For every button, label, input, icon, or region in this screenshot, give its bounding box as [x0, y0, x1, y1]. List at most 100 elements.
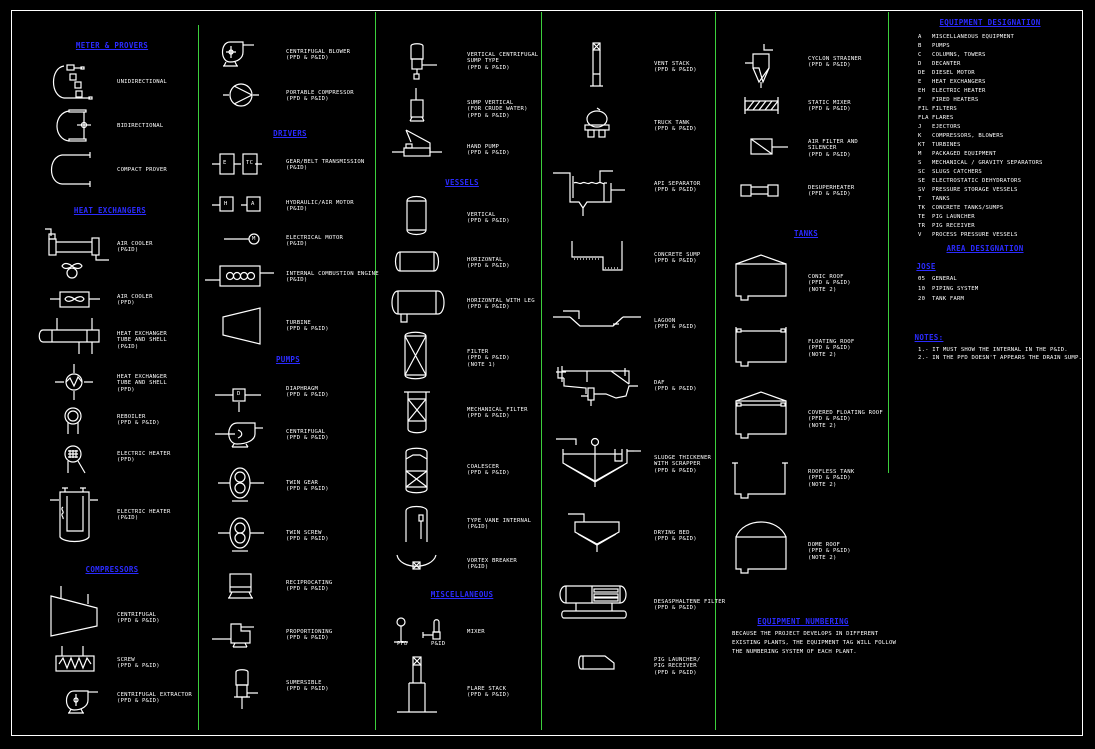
- label-unidirectional: UNIDIRECTIONAL: [117, 79, 167, 85]
- cyclone-strainer-icon: [745, 44, 781, 88]
- label-dome-roof: DOME ROOF (PFD & P&ID) (NOTE 2): [808, 542, 851, 561]
- screw-compressor-icon: [55, 646, 95, 672]
- section-title-vessels: VESSELS: [445, 178, 479, 187]
- label-air-filter-silencer: AIR FILTER AND SILENCER (PFD & P&ID): [808, 139, 858, 158]
- label-vent-stack: VENT STACK (PFD & P&ID): [654, 61, 697, 74]
- drawing-border: [11, 10, 1083, 736]
- label-screw-compressor: SCREW (PFD & P&ID): [117, 657, 160, 670]
- section-title-drivers: DRIVERS: [273, 129, 307, 138]
- truck-tank-icon: [584, 107, 610, 139]
- section-title-equipment-designation: EQUIPMENT DESIGNATION: [939, 18, 1041, 27]
- vertical-vessel-icon: [406, 195, 428, 237]
- label-centrifugal-pump: CENTRIFUGAL (PFD & P&ID): [286, 429, 329, 442]
- section-title-miscellaneous: MISCELLANEOUS: [430, 590, 494, 599]
- twin-screw-pump-icon: [218, 517, 268, 553]
- column-divider: [541, 12, 542, 730]
- label-air-cooler-pfd: AIR COOLER (PFD): [117, 294, 153, 307]
- type-vane-internal-icon: [405, 505, 429, 543]
- label-heat-exchanger-pfd: HEAT EXCHANGER TUBE AND SHELL (PFD): [117, 374, 167, 393]
- section-title-compressors: COMPRESSORS: [85, 565, 139, 574]
- label-type-vane-internal: TYPE VANE INTERNAL (P&ID): [467, 518, 532, 531]
- box-label-e: E: [223, 160, 227, 166]
- reciprocating-pump-icon: [228, 573, 254, 599]
- mixer-icon: [393, 617, 449, 647]
- lagoon-icon: [553, 307, 643, 329]
- internal-combustion-engine-icon: [205, 265, 275, 287]
- label-desasphaltene-filter: DESASPHALTENE FILTER (PFD & P&ID): [654, 599, 726, 612]
- label-static-mixer: STATIC MIXER (PFD & P&ID): [808, 100, 851, 113]
- section-title-area-designation: AREA DESIGNATION: [946, 244, 1024, 253]
- label-centrifugal-extractor: CENTRIFUGAL EXTRACTOR (PFD & P&ID): [117, 692, 192, 705]
- hydraulic-air-motor-icon: [212, 195, 267, 215]
- vent-stack-icon: [590, 42, 604, 88]
- label-roofless-tank: ROOFLESS TANK (PFD & P&ID) (NOTE 2): [808, 469, 855, 488]
- label-reboiler: REBOILER (PFD & P&ID): [117, 414, 160, 427]
- horizontal-vessel-icon: [394, 251, 440, 273]
- dome-roof-tank-icon: [734, 521, 788, 575]
- daf-icon: [556, 366, 640, 408]
- roofless-tank-icon: [732, 462, 790, 500]
- label-portable-compressor: PORTABLE COMPRESSOR (PFD & P&ID): [286, 90, 354, 103]
- concrete-sump-icon: [570, 240, 626, 272]
- box-label-a: A: [251, 201, 255, 207]
- label-sludge-thickener: SLUDGE THICKENER WITH SCRAPPER (PFD & P&…: [654, 455, 712, 474]
- heat-exchanger-tube-shell-pid-icon: [38, 318, 103, 358]
- label-drying-bed: DRYING BED (PFD & P&ID): [654, 530, 697, 543]
- section-title-meter-provers: METER & PROVERS: [75, 41, 149, 50]
- flare-stack-icon: [396, 656, 438, 714]
- reboiler-icon: [63, 407, 85, 435]
- label-hand-pump: HAND PUMP (PFD & P&ID): [467, 144, 510, 157]
- static-mixer-icon: [744, 97, 780, 115]
- floating-roof-tank-icon: [734, 327, 788, 367]
- bidirectional-prover-icon: [53, 109, 93, 142]
- motor-glyph: M: [252, 236, 256, 242]
- drying-bed-icon: [568, 512, 632, 552]
- label-mechanical-filter: MECHANICAL FILTER (PFD & P&ID): [467, 407, 528, 420]
- vortex-breaker-icon: [396, 554, 438, 572]
- label-cyclone-strainer: CYCLON STRAINER (PFD & P&ID): [808, 56, 862, 69]
- conic-roof-tank-icon: [734, 254, 788, 302]
- label-conic-roof: CONIC ROOF (PFD & P&ID) (NOTE 2): [808, 274, 851, 293]
- air-filter-silencer-icon: [750, 138, 790, 156]
- mixer-pid-sublabel: P&ID: [431, 641, 446, 647]
- vertical-centrifugal-sump-pump-icon: [405, 43, 445, 81]
- diaphragm-pump-icon: [215, 388, 263, 412]
- section-title-tanks: TANKS: [793, 229, 819, 238]
- label-concrete-sump: CONCRETE SUMP (PFD & P&ID): [654, 252, 701, 265]
- centrifugal-extractor-icon: [62, 686, 102, 716]
- api-separator-icon: [553, 168, 633, 216]
- label-vertical-centrifugal-sump: VERTICAL CENTRIFUGAL SUMP TYPE (PFD & P&…: [467, 52, 539, 71]
- heat-exchanger-tube-shell-pfd-icon: [55, 364, 95, 400]
- air-cooler-pid-icon: [45, 228, 110, 280]
- column-divider: [198, 25, 199, 730]
- sludge-thickener-icon: [556, 437, 646, 493]
- unidirectional-prover-icon: [50, 64, 100, 100]
- label-pig-launcher: PIG LAUNCHER/ PIG RECEIVER (PFD & P&ID): [654, 657, 701, 676]
- label-diaphragm: DIAPHRAGM (PFD & P&ID): [286, 386, 329, 399]
- area-subtitle-jose: JOSE: [916, 262, 936, 271]
- label-vortex-breaker: VORTEX BREAKER (P&ID): [467, 558, 517, 571]
- twin-gear-pump-icon: [218, 467, 268, 503]
- covered-floating-roof-tank-icon: [734, 391, 788, 439]
- compact-prover-icon: [48, 152, 93, 187]
